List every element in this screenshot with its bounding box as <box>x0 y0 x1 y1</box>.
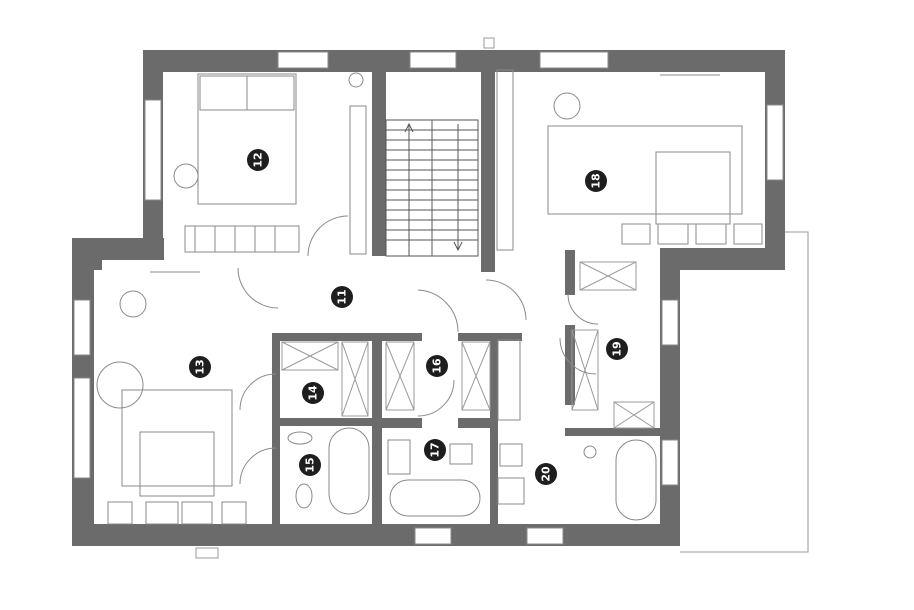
room-marker-15: 15 <box>299 454 321 476</box>
room-label-12: 12 <box>252 152 265 167</box>
door-swings <box>237 215 599 485</box>
room-label-18: 18 <box>590 173 603 188</box>
room-marker-12: 12 <box>247 149 269 171</box>
room-marker-13: 13 <box>189 356 211 378</box>
room-marker-19: 19 <box>606 338 628 360</box>
room-markers: 12 18 11 13 14 16 <box>189 149 628 485</box>
room-label-20: 20 <box>540 466 553 482</box>
interior-walls <box>94 60 660 528</box>
room-label-15: 15 <box>304 457 317 472</box>
room-marker-11: 11 <box>331 286 353 308</box>
room-marker-14: 14 <box>302 382 324 404</box>
room-label-11: 11 <box>336 289 349 304</box>
room-marker-17: 17 <box>424 439 446 461</box>
room-marker-20: 20 <box>535 463 557 485</box>
terrace-outline <box>195 37 809 559</box>
room-label-16: 16 <box>431 358 444 374</box>
room-marker-18: 18 <box>585 170 607 192</box>
room-label-17: 17 <box>429 442 442 457</box>
wardrobe-cross-hatching <box>281 261 655 429</box>
room-label-19: 19 <box>611 341 624 356</box>
staircase <box>385 119 479 257</box>
furniture <box>96 69 763 525</box>
windows <box>73 51 784 545</box>
room-label-13: 13 <box>194 359 207 374</box>
room-label-14: 14 <box>307 385 320 401</box>
room-marker-16: 16 <box>426 355 448 377</box>
